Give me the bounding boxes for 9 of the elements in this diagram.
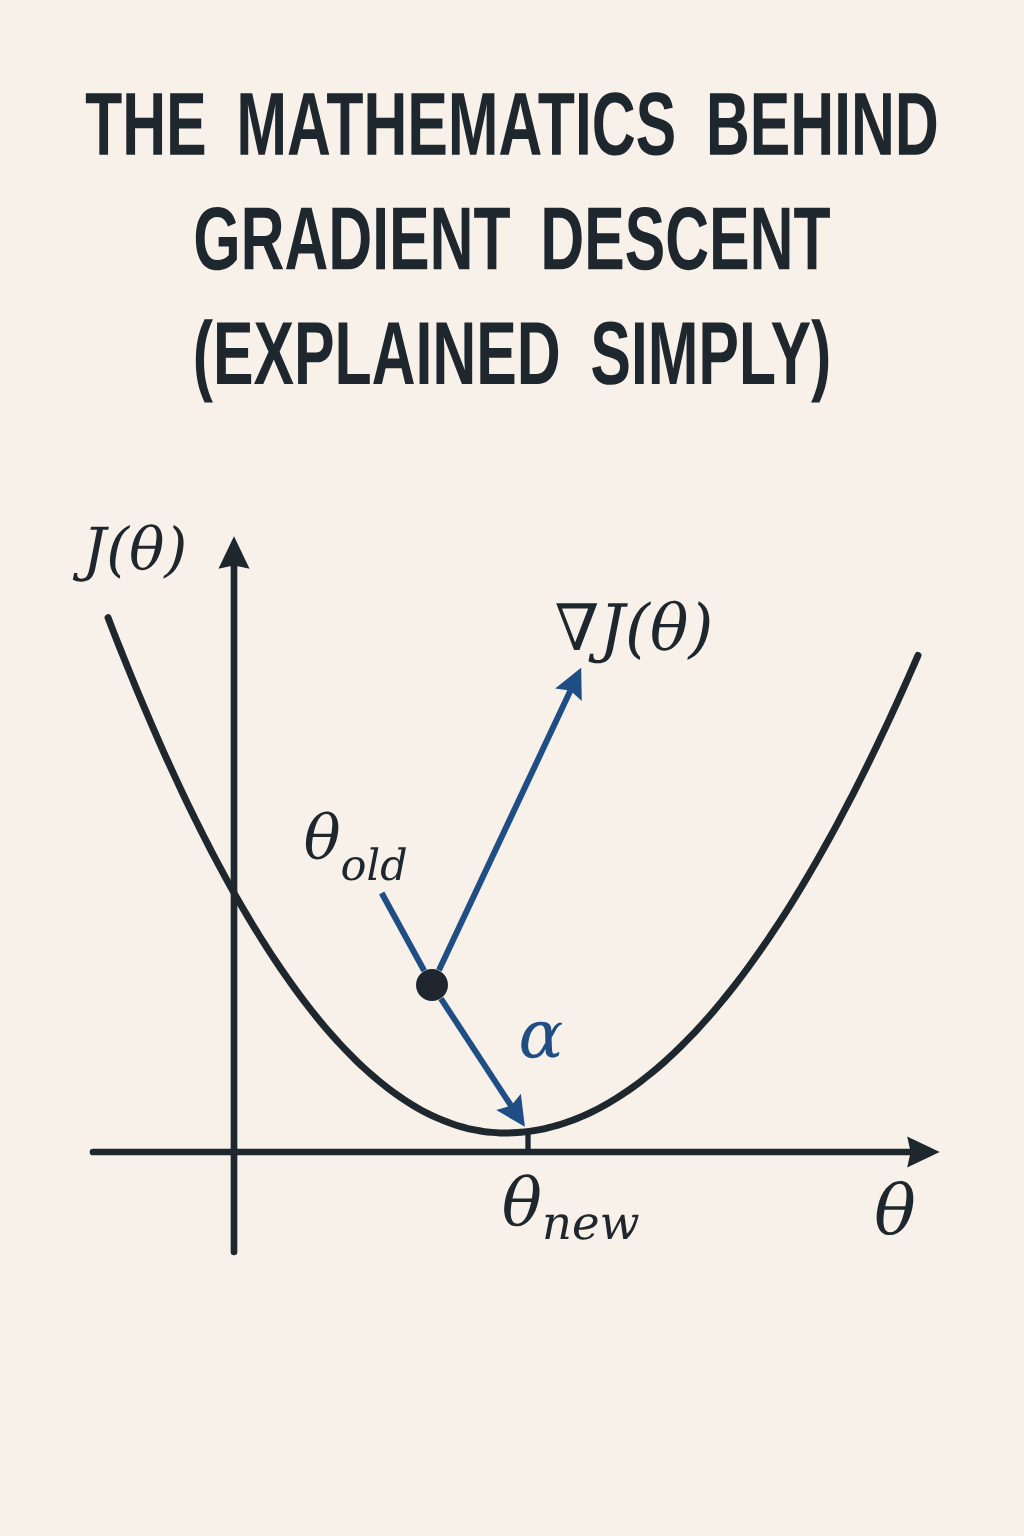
tick-label: θ$_{new}$ [504, 1174, 639, 1240]
axis-label: θ [876, 1180, 914, 1236]
leader-line [379, 891, 427, 973]
math-label: θ$_{old}$ [305, 811, 406, 881]
title: THE MATHEMATICS BEHIND GRADIENT DESCENT (EXPLAINED SIMPLY) [85, 92, 937, 403]
dot [416, 969, 448, 1001]
math-label: ∇J(θ) [556, 600, 710, 664]
axis-label: J(θ) [72, 524, 184, 582]
edge-label: α [517, 1020, 565, 1060]
